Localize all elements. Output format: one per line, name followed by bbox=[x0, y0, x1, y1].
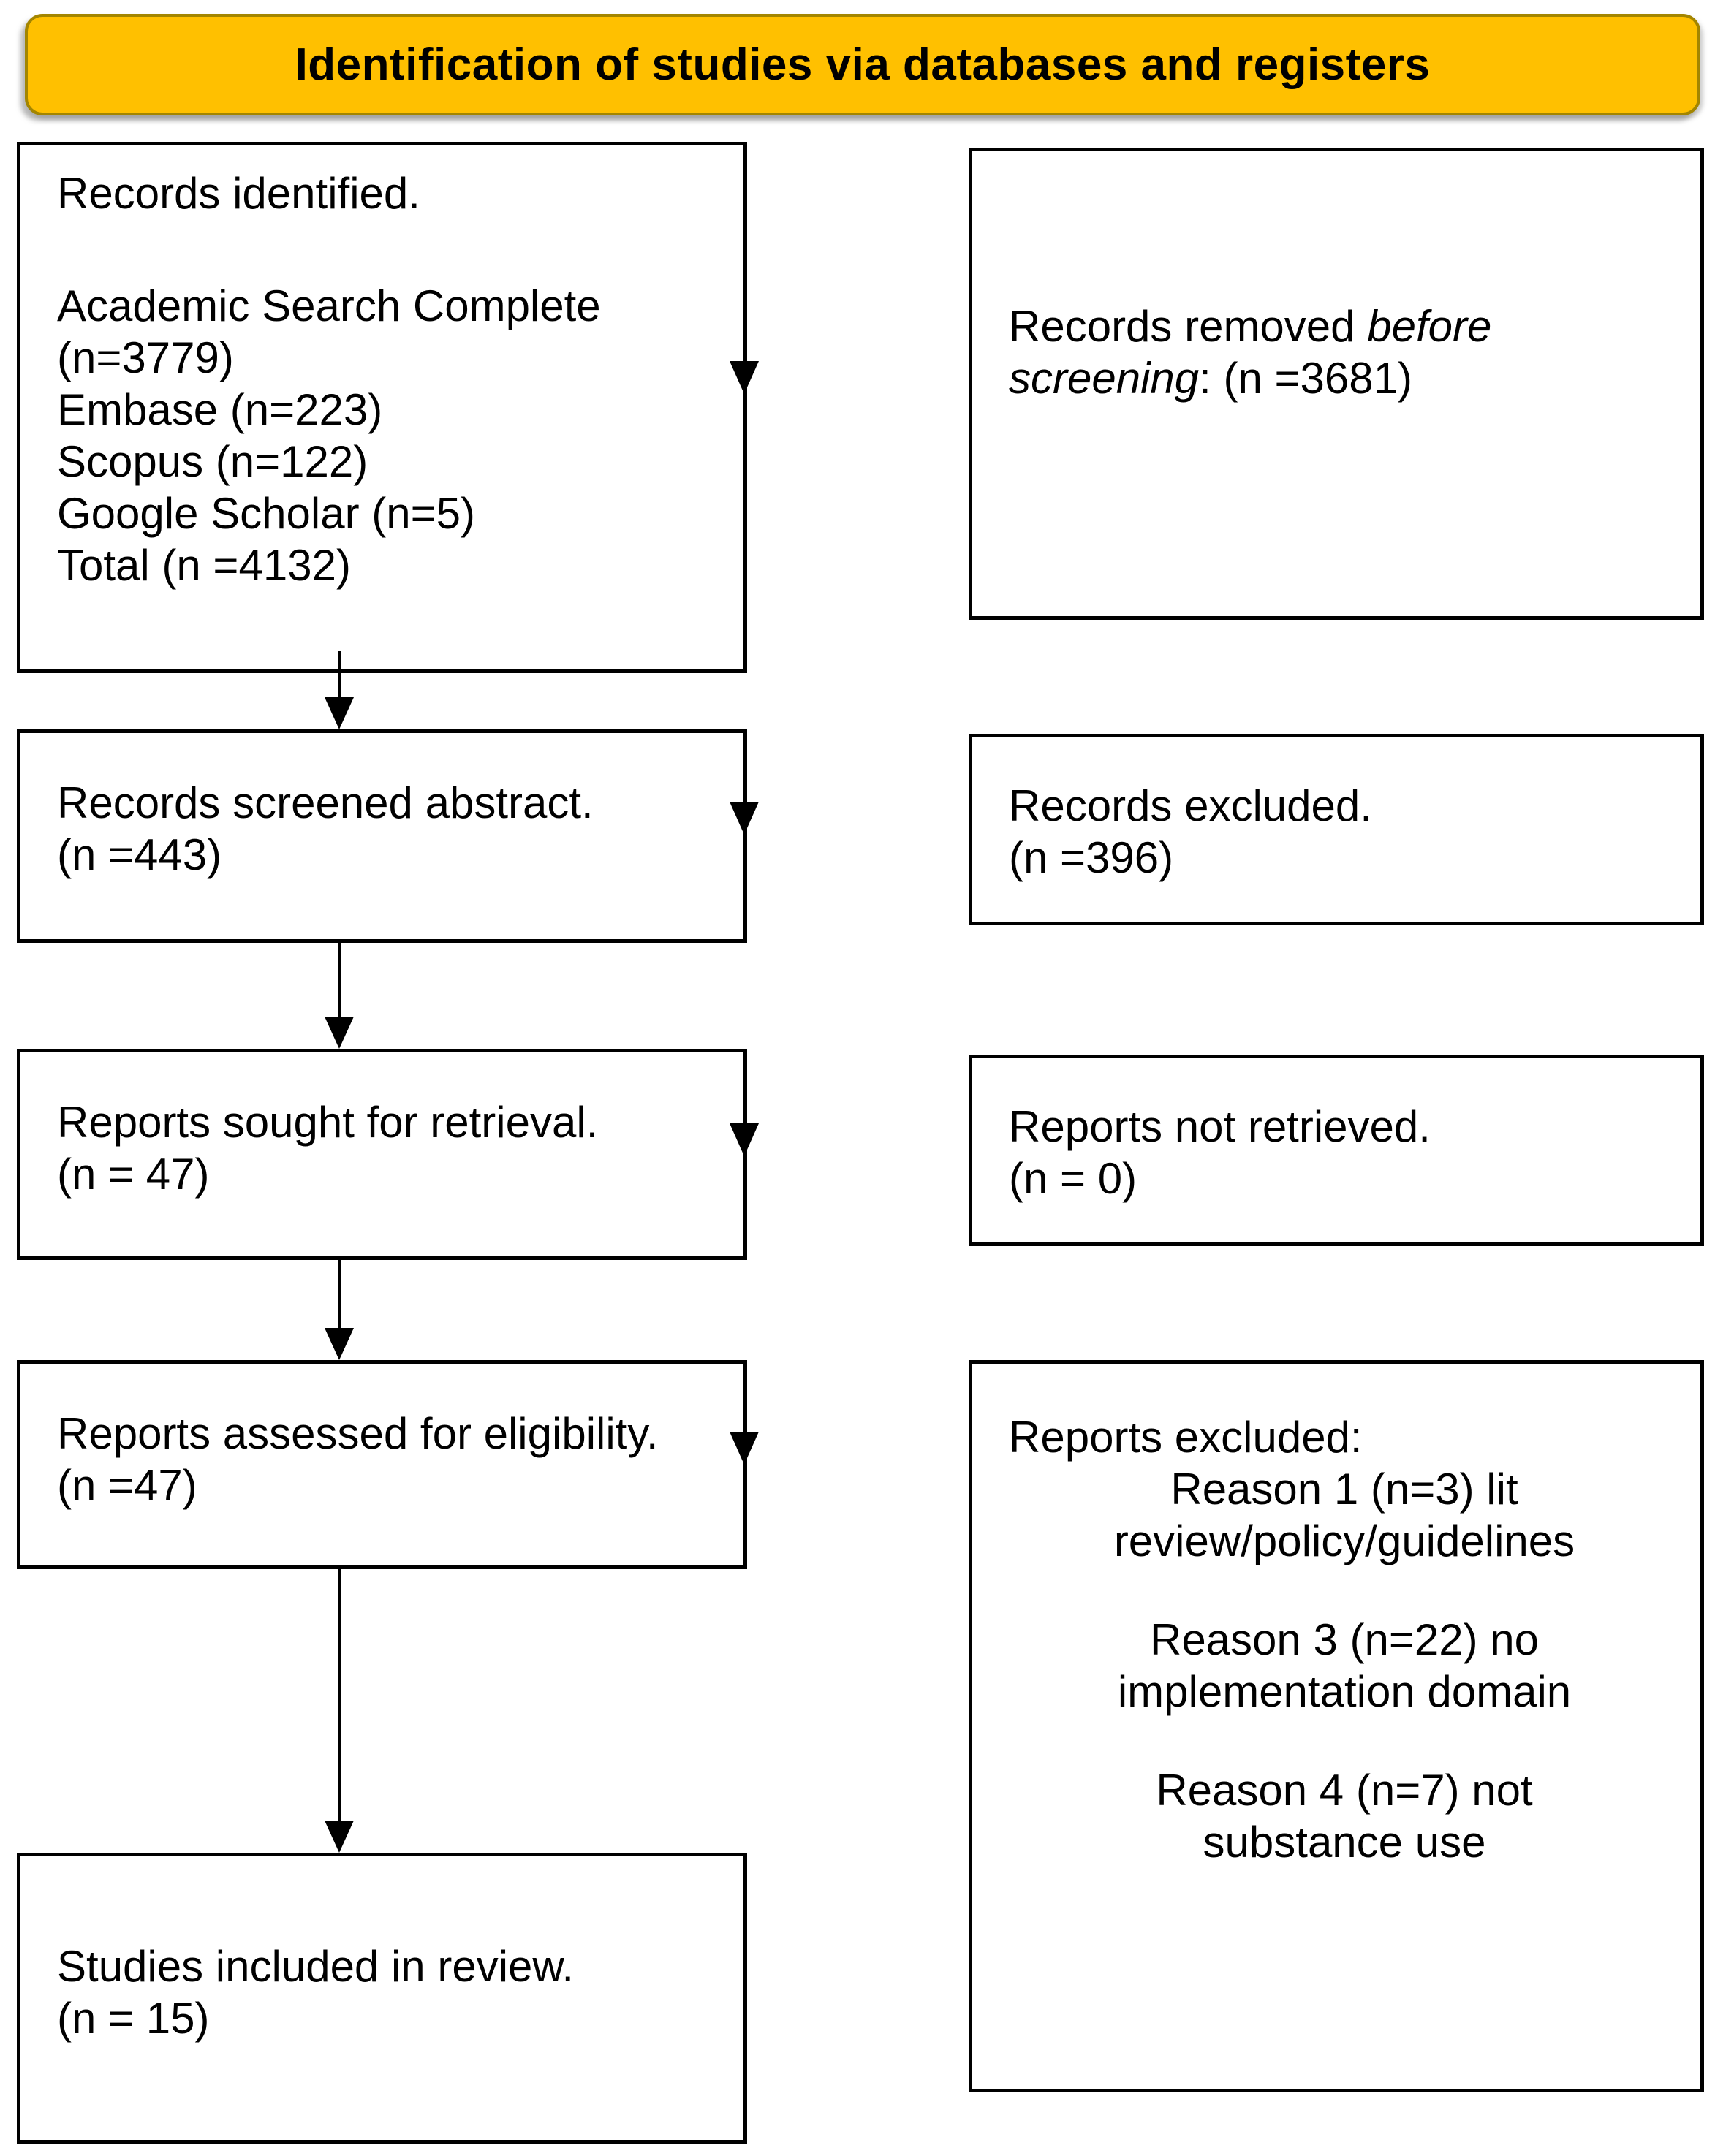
diagram-title: Identification of studies via databases … bbox=[295, 39, 1431, 90]
records-screened-count: (n =443) bbox=[57, 830, 222, 879]
exclusion-reason: Reason 4 (n=7) not bbox=[1156, 1766, 1533, 1815]
down-arrowhead-icon bbox=[325, 1821, 354, 1853]
reports-assessed-label: Reports assessed for eligibility. bbox=[57, 1409, 659, 1458]
records-removed-line1: Records removed before bbox=[1009, 300, 1680, 352]
down-arrowhead-icon bbox=[730, 1432, 759, 1465]
exclusion-reason: review/policy/guidelines bbox=[1113, 1517, 1575, 1565]
database-count: Total (n =4132) bbox=[57, 541, 351, 590]
blank-line bbox=[57, 219, 723, 280]
records-removed-text: Records removed bbox=[1009, 302, 1368, 351]
box-reports-excluded: Reports excluded: Reason 1 (n=3) lit rev… bbox=[969, 1360, 1704, 2092]
box-records-identified: Records identified. Academic Search Comp… bbox=[17, 142, 747, 673]
box-text: Studies included in review. (n = 15) bbox=[57, 1940, 723, 2044]
blank-line bbox=[1009, 1717, 1680, 1764]
studies-included-count: (n = 15) bbox=[57, 1994, 210, 2043]
records-identified-header: Records identified. bbox=[57, 169, 420, 218]
box-text: Records screened abstract. (n =443) bbox=[57, 777, 723, 881]
down-arrowhead-icon bbox=[730, 361, 759, 394]
exclusion-reason: implementation domain bbox=[1117, 1667, 1572, 1716]
box-records-screened: Records screened abstract. (n =443) bbox=[17, 729, 747, 943]
records-removed-italic: screening bbox=[1009, 354, 1200, 403]
records-screened-label: Records screened abstract. bbox=[57, 778, 594, 827]
records-removed-line2: screening: (n =3681) bbox=[1009, 352, 1680, 404]
box-text: Records excluded. (n =396) bbox=[1009, 780, 1680, 884]
database-count: Scopus (n=122) bbox=[57, 437, 368, 486]
box-text: Records identified. Academic Search Comp… bbox=[57, 167, 723, 591]
box-records-removed-before-screening: Records removed before screening: (n =36… bbox=[969, 148, 1704, 620]
box-text: Reports not retrieved. (n = 0) bbox=[1009, 1101, 1680, 1204]
studies-included-label: Studies included in review. bbox=[57, 1942, 575, 1991]
database-count: Google Scholar (n=5) bbox=[57, 489, 475, 538]
box-reports-assessed: Reports assessed for eligibility. (n =47… bbox=[17, 1360, 747, 1569]
records-excluded-count: (n =396) bbox=[1009, 833, 1174, 882]
reports-excluded-header: Reports excluded: bbox=[1009, 1413, 1363, 1462]
database-count: Embase (n=223) bbox=[57, 385, 383, 434]
box-text: Reports sought for retrieval. (n = 47) bbox=[57, 1096, 723, 1200]
down-arrowhead-icon bbox=[325, 1017, 354, 1049]
reports-not-retrieved-label: Reports not retrieved. bbox=[1009, 1102, 1431, 1151]
arrow-stem bbox=[338, 651, 341, 700]
box-text: Records removed before screening: (n =36… bbox=[1009, 300, 1680, 404]
reports-sought-label: Reports sought for retrieval. bbox=[57, 1098, 599, 1147]
box-records-excluded: Records excluded. (n =396) bbox=[969, 734, 1704, 925]
records-excluded-label: Records excluded. bbox=[1009, 781, 1372, 830]
records-removed-count: : (n =3681) bbox=[1199, 354, 1413, 403]
blank-line bbox=[1009, 1567, 1680, 1614]
box-reports-sought: Reports sought for retrieval. (n = 47) bbox=[17, 1049, 747, 1260]
down-arrowhead-icon bbox=[730, 802, 759, 835]
down-arrowhead-icon bbox=[325, 697, 354, 729]
reports-assessed-count: (n =47) bbox=[57, 1461, 197, 1510]
reports-not-retrieved-count: (n = 0) bbox=[1009, 1154, 1137, 1203]
box-text: Reports assessed for eligibility. (n =47… bbox=[57, 1408, 723, 1511]
box-studies-included: Studies included in review. (n = 15) bbox=[17, 1853, 747, 2144]
arrow-stem bbox=[338, 1260, 341, 1331]
exclusion-reason: substance use bbox=[1203, 1818, 1486, 1867]
box-reports-not-retrieved: Reports not retrieved. (n = 0) bbox=[969, 1055, 1704, 1246]
database-count: (n=3779) bbox=[57, 333, 234, 382]
arrow-stem bbox=[338, 943, 341, 1020]
arrow-stem bbox=[338, 1569, 341, 1823]
box-text: Reports excluded: Reason 1 (n=3) lit rev… bbox=[1009, 1411, 1680, 1868]
database-count: Academic Search Complete bbox=[57, 281, 601, 330]
exclusion-reason: Reason 1 (n=3) lit bbox=[1170, 1465, 1518, 1514]
down-arrowhead-icon bbox=[325, 1328, 354, 1360]
records-removed-italic: before bbox=[1367, 302, 1492, 351]
reports-sought-count: (n = 47) bbox=[57, 1150, 210, 1199]
exclusion-reason: Reason 3 (n=22) no bbox=[1149, 1615, 1540, 1664]
title-banner: Identification of studies via databases … bbox=[25, 14, 1700, 115]
down-arrowhead-icon bbox=[730, 1123, 759, 1156]
